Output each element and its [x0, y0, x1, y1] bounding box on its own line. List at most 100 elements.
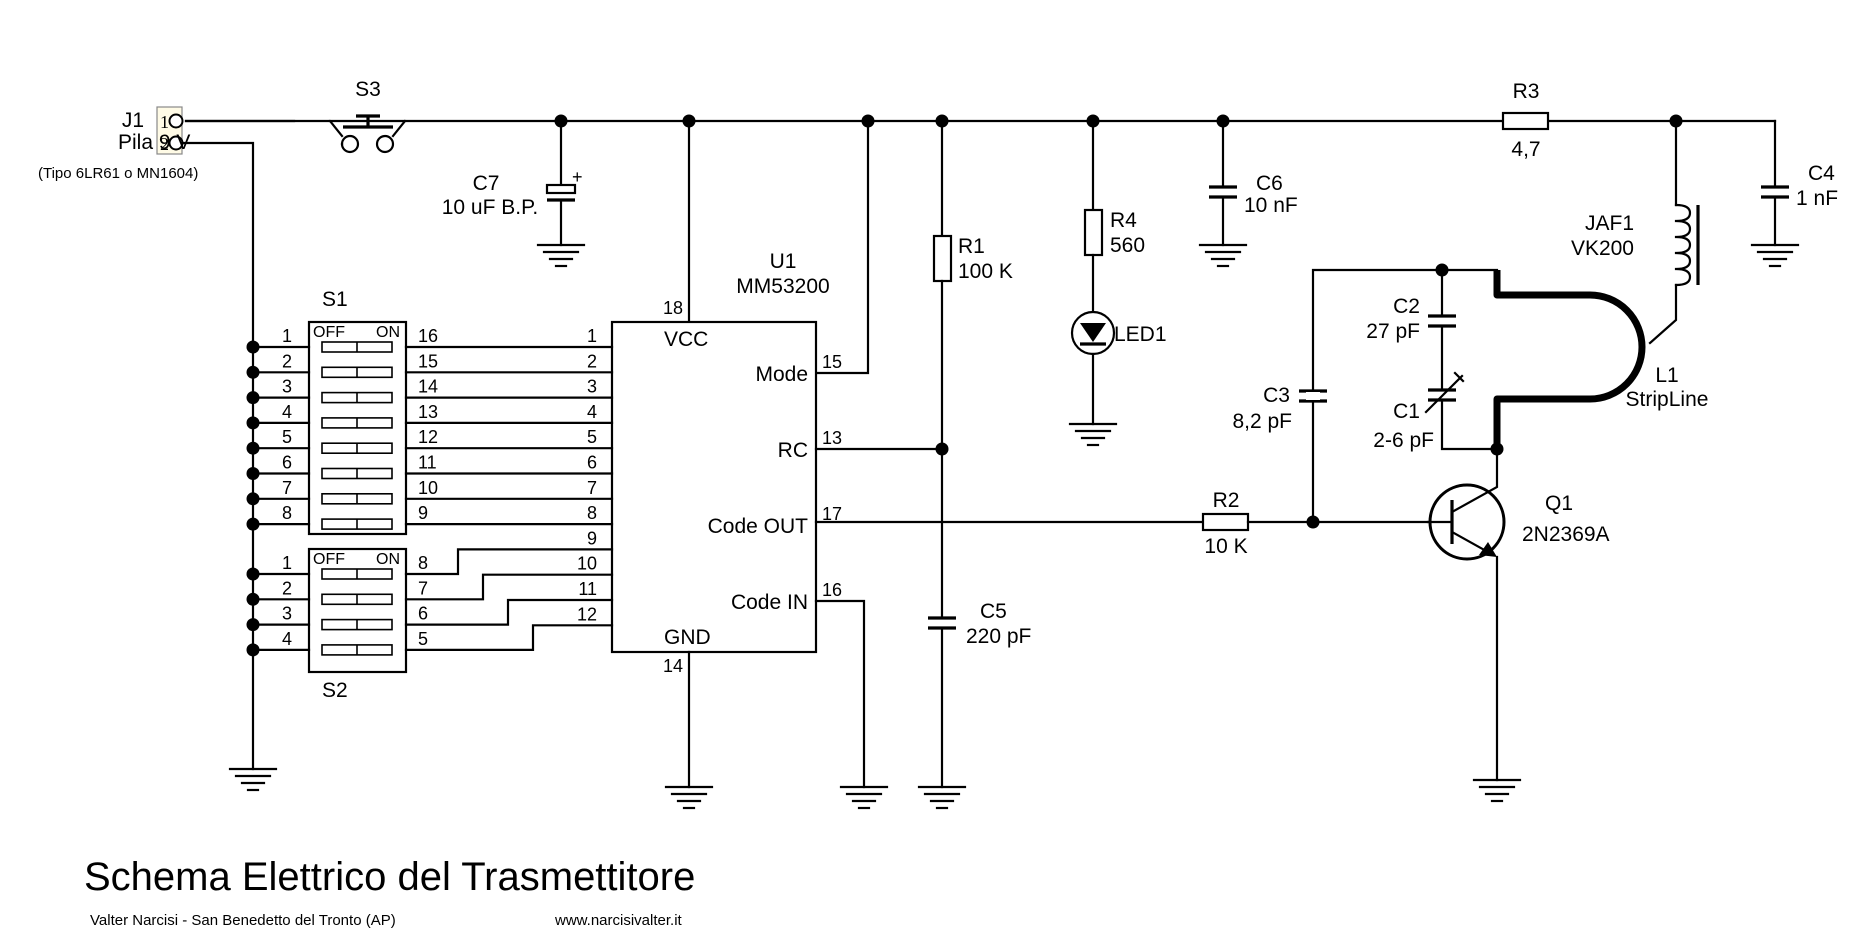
c6-ref: C6 — [1256, 172, 1283, 195]
capacitor-c2: C2 27 pF — [1366, 268, 1456, 392]
schematic-title: Schema Elettrico del Trasmettitore — [84, 855, 695, 899]
c7-ref: C7 — [473, 172, 500, 195]
s2-bus-junction — [246, 567, 260, 581]
u1-gnd: GND — [664, 626, 711, 649]
q1-ref: Q1 — [1545, 492, 1573, 515]
s1-left-pin-label: 1 — [282, 326, 292, 346]
capacitor-c3: C3 8,2 pF — [1232, 384, 1327, 433]
s1-right-pin-label: 11 — [418, 453, 437, 473]
c3-value: 8,2 pF — [1232, 410, 1292, 433]
resistor-r4: R4 560 — [1083, 119, 1145, 315]
l1-value: StripLine — [1626, 388, 1709, 411]
resistor-r3: R3 4,7 — [1501, 80, 1550, 161]
s1-left-pin-label: 2 — [282, 351, 292, 371]
s2-bus-junction — [246, 643, 260, 657]
s1-ref: S1 — [322, 288, 348, 311]
s2-left-pin-label: 1 — [282, 553, 292, 573]
s1-bus-junction — [246, 416, 260, 430]
s1-right-pin-label: 13 — [418, 402, 438, 422]
u1-left-pin-label: 9 — [587, 528, 597, 548]
u1-pin-mode: 15 — [822, 352, 842, 372]
choke-jaf1: JAF1 VK200 — [1571, 119, 1700, 345]
s1-left-pin-label: 5 — [282, 427, 292, 447]
c2-value: 27 pF — [1366, 320, 1420, 343]
u1-left-pin-label: 1 — [587, 326, 597, 346]
s2-to-u1-wire — [404, 624, 614, 652]
ground-symbol-codein — [839, 785, 889, 810]
u1-left-pin-label: 7 — [587, 478, 597, 498]
s1-bus-junction — [246, 391, 260, 405]
u1-left-pin-label: 8 — [587, 503, 597, 523]
battery-connector-j1: 1 2 J1 Pila 9 V (Tipo 6LR61 o MN1604) — [38, 106, 278, 792]
c4-ref: C4 — [1808, 162, 1835, 185]
s1-right-pin-label: 12 — [418, 427, 438, 447]
j1-name: Pila 9 V — [118, 131, 190, 154]
u1-mode: Mode — [755, 363, 808, 386]
s1-left-pin-label: 3 — [282, 377, 292, 397]
u1-left-pin-label: 4 — [587, 402, 597, 422]
s2-right-pin-label: 6 — [418, 604, 428, 624]
s2-to-u1-wire — [404, 548, 614, 576]
website: www.narcisivalter.it — [554, 912, 683, 929]
s1-bus-junction — [246, 517, 260, 531]
s1-right-pin-label: 10 — [418, 478, 438, 498]
u1-left-pin-label: 12 — [577, 604, 597, 624]
s1-off: OFF — [313, 324, 345, 341]
u1-left-pin-label: 3 — [587, 377, 597, 397]
j1-pin1-label: 1 — [160, 112, 169, 132]
pushbutton-s3: S3 — [340, 78, 395, 154]
s2-bus-junction — [246, 592, 260, 606]
s3-ref: S3 — [355, 78, 381, 101]
u1-left-pin-label: 5 — [587, 427, 597, 447]
capacitor-c1-trimmer: C1 2-6 pF — [1373, 371, 1499, 452]
s2-right-pin-label: 7 — [418, 578, 428, 598]
u1-pin-code-out: 17 — [822, 504, 842, 524]
led-led1: LED1 — [1068, 310, 1167, 447]
j1-pin2-label: 2 — [160, 134, 169, 154]
u1-pin-rc: 13 — [822, 428, 842, 448]
s2-left-pin-label: 3 — [282, 604, 292, 624]
c5-value: 220 pF — [966, 625, 1031, 648]
c1-ref: C1 — [1393, 400, 1420, 423]
s1-left-pin-label: 6 — [282, 453, 292, 473]
s1-bus-junction — [246, 492, 260, 506]
s2-left-pin-label: 4 — [282, 629, 292, 649]
s2-to-u1-wire — [404, 598, 614, 626]
l1-ref: L1 — [1655, 364, 1678, 387]
r4-value: 560 — [1110, 234, 1145, 257]
stripline-l1: L1 StripLine — [1493, 270, 1709, 449]
r2-value: 10 K — [1204, 535, 1247, 558]
r1-ref: R1 — [958, 235, 985, 258]
s2-to-u1-wire — [404, 573, 614, 601]
capacitor-c5: C5 220 pF — [917, 600, 1031, 810]
s1-bus-junction — [246, 340, 260, 354]
c5-ref: C5 — [980, 600, 1007, 623]
s1-on: ON — [376, 324, 400, 341]
u1-left-pin-label: 2 — [587, 351, 597, 371]
s1-right-pin-label: 14 — [418, 377, 438, 397]
u1-pin-code-in: 16 — [822, 580, 842, 600]
ic-u1: U1 MM53200 VCC GND Mode RC Code OUT Code… — [577, 250, 842, 676]
r2-ref: R2 — [1213, 489, 1240, 512]
u1-part: MM53200 — [736, 275, 829, 298]
s2-off: OFF — [313, 551, 345, 568]
c2-ref: C2 — [1393, 295, 1420, 318]
c7-value: 10 uF B.P. — [442, 196, 539, 219]
s1-right-pin-label: 9 — [418, 503, 428, 523]
dip-switch-s1: S1 OFF ON — [307, 288, 408, 536]
capacitor-c4: C4 1 nF — [1750, 119, 1838, 268]
jaf1-value: VK200 — [1571, 237, 1634, 260]
s2-ref: S2 — [322, 679, 348, 702]
c7-plus: + — [572, 167, 583, 187]
s1-right-pin-label: 15 — [418, 351, 438, 371]
resistor-r2: R2 10 K — [1201, 489, 1250, 558]
s1-left-pin-label: 4 — [282, 402, 292, 422]
u1-left-pin-label: 10 — [577, 554, 597, 574]
r4-ref: R4 — [1110, 209, 1137, 232]
c1-value: 2-6 pF — [1373, 429, 1434, 452]
transistor-q1: Q1 2N2369A — [1426, 447, 1610, 803]
s2-right-pin-label: 5 — [418, 629, 428, 649]
